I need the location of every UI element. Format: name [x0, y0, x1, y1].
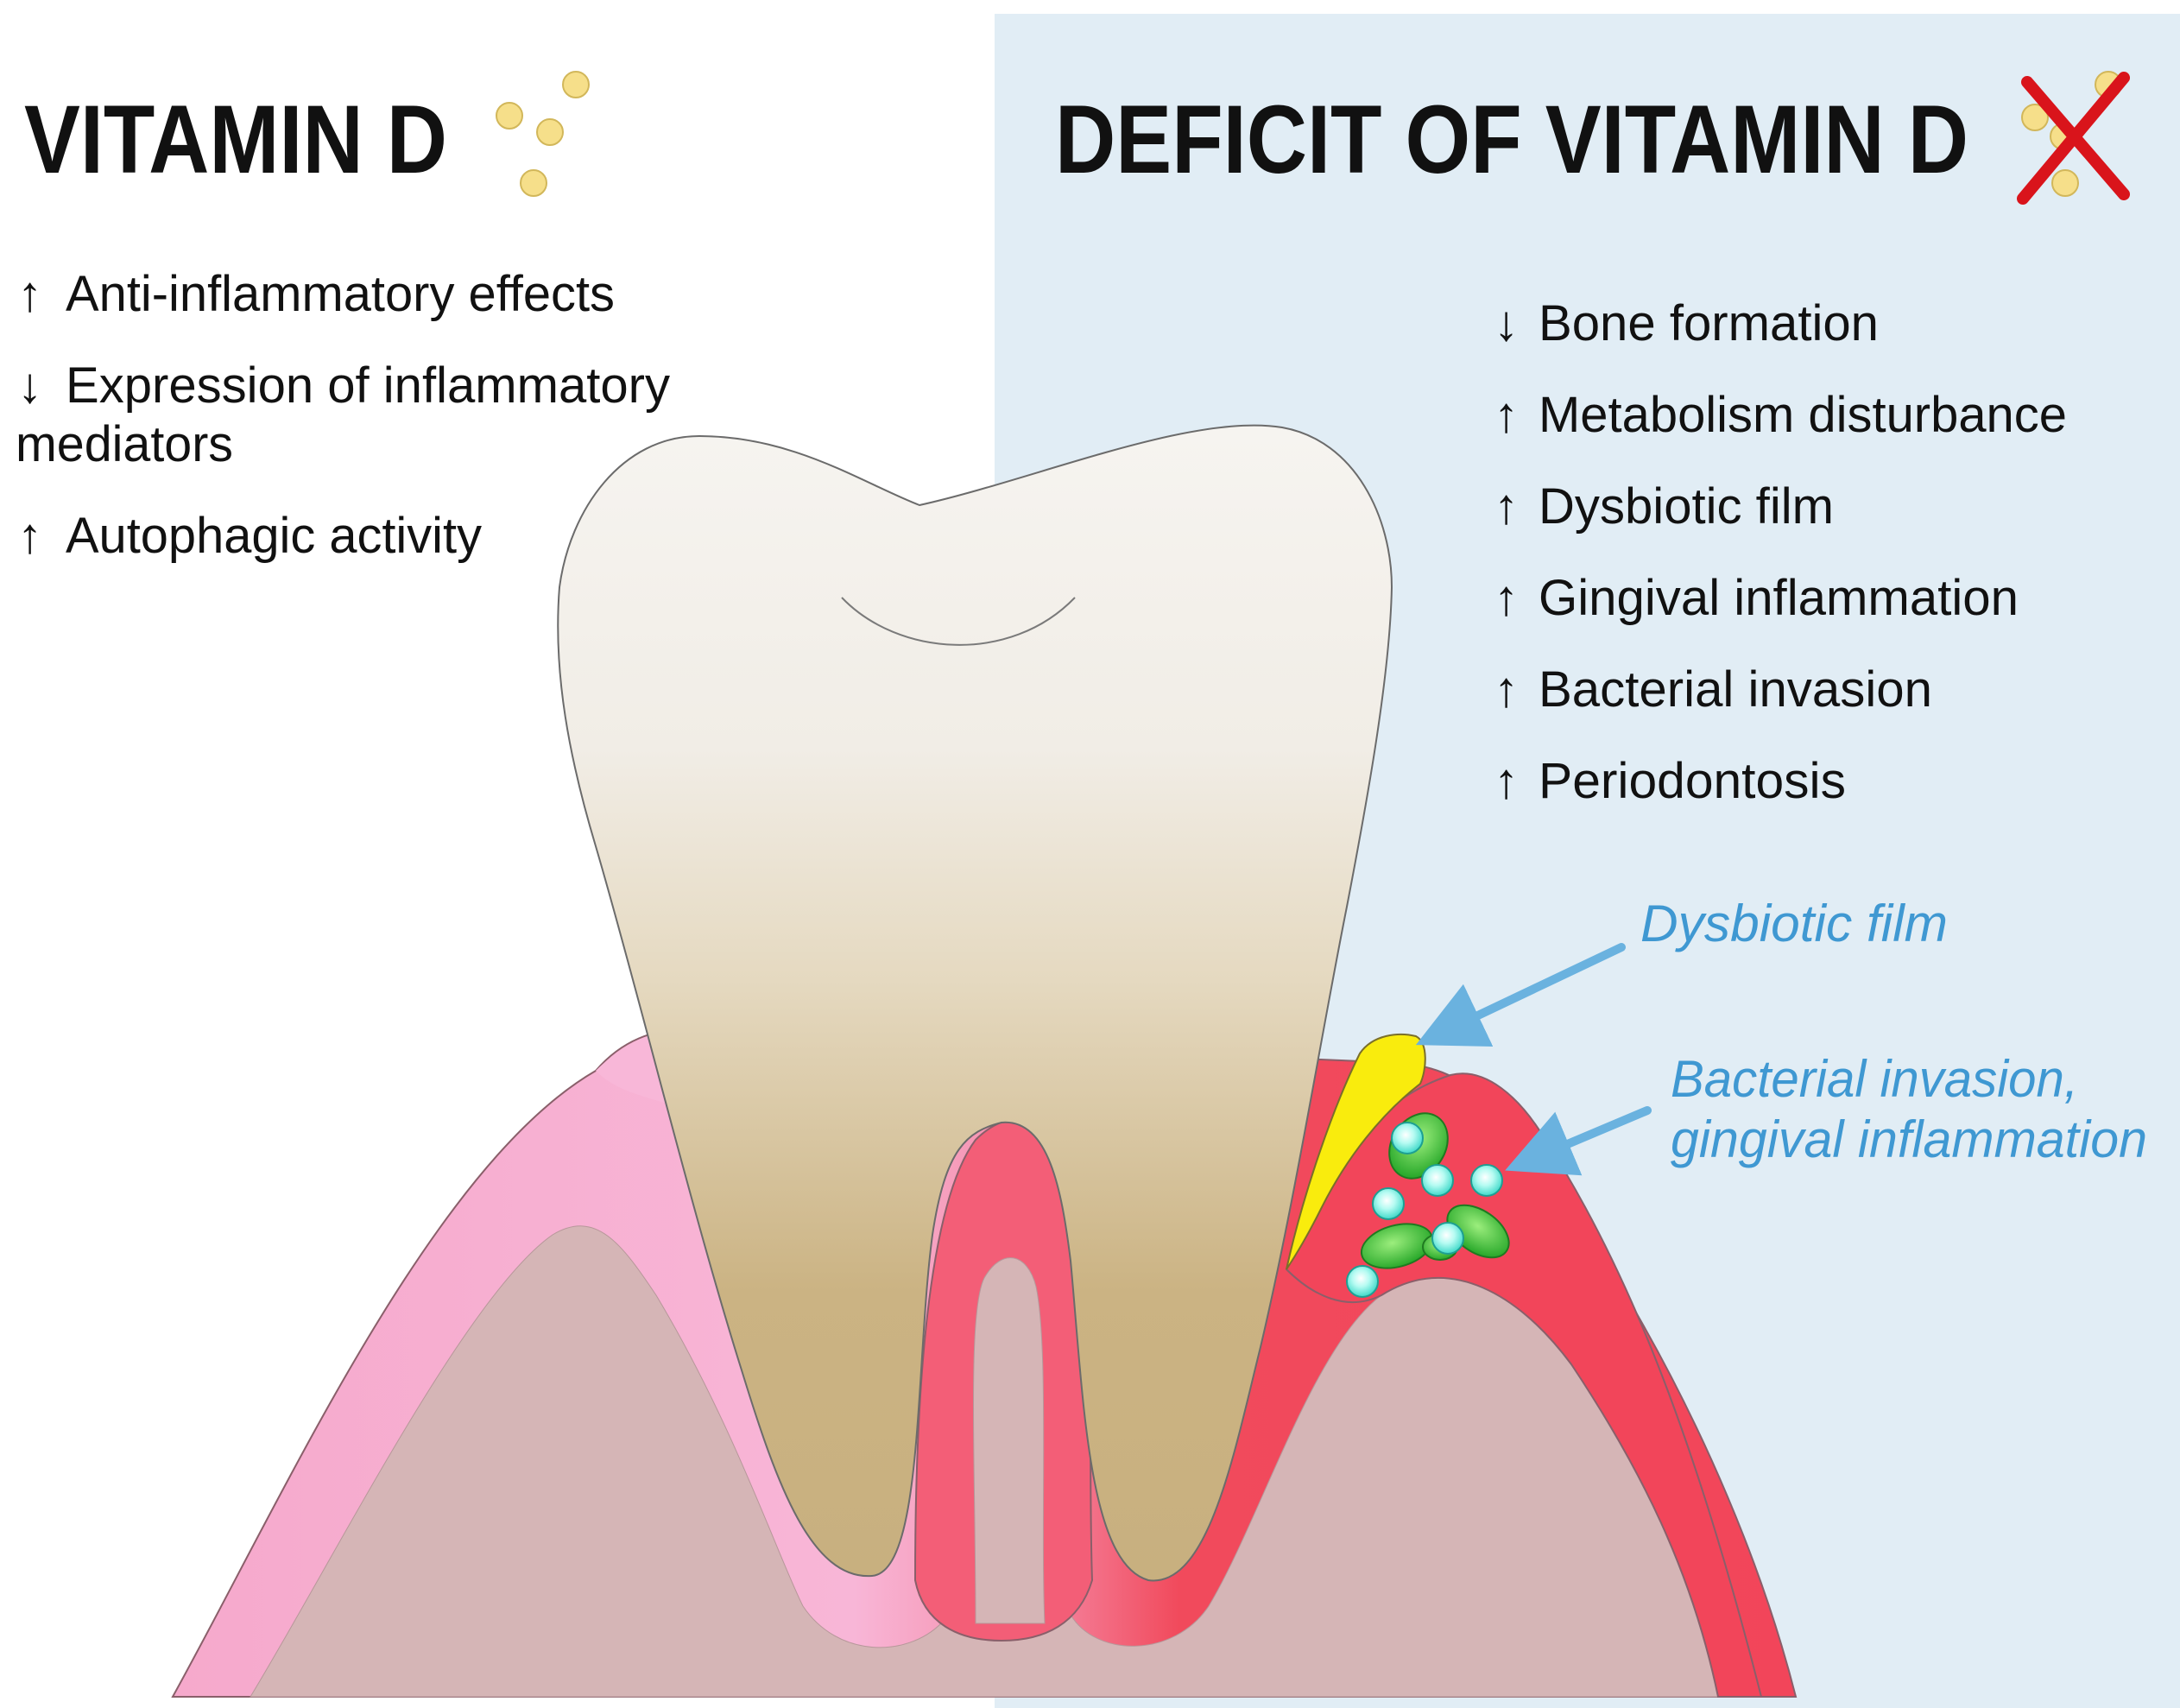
right-title: DEFICIT OF VITAMIN D [1055, 85, 1968, 193]
right-effect-arrow: ↑ [1494, 478, 1519, 535]
left-title: VITAMIN D [24, 85, 447, 193]
immune-cell [1470, 1164, 1503, 1197]
right-effect-label: Gingival inflammation [1539, 570, 2019, 626]
left-effect-label: Expression of inflammatory [66, 357, 670, 414]
right-effect-arrow: ↑ [1494, 661, 1519, 718]
right-effect-arrow: ↑ [1494, 387, 1519, 443]
right-effect-arrow: ↑ [1494, 753, 1519, 809]
immune-cell [1421, 1164, 1454, 1197]
left-effect-label: Autophagic activity [66, 508, 482, 564]
right-effect-arrow: ↓ [1494, 295, 1519, 351]
immune-cell [1346, 1265, 1379, 1298]
right-effect-label: Dysbiotic film [1539, 478, 1834, 535]
right-effects-list: ↓ Bone formation ↑ Metabolism disturbanc… [1494, 295, 2067, 809]
left-effect-arrow: ↑ [17, 266, 42, 322]
callout-labels: Dysbiotic film Bacterial invasion, gingi… [1640, 895, 2147, 1168]
left-effects-list: ↑ Anti-inflammatory effects ↓ Expression… [16, 266, 670, 564]
right-effect-label: Bacterial invasion [1539, 661, 1932, 718]
immune-cell [1391, 1122, 1424, 1154]
immune-cell [1431, 1222, 1464, 1255]
right-effect-arrow: ↑ [1494, 570, 1519, 626]
bacterial-invasion-callout-line2: gingival inflammation [1671, 1110, 2147, 1168]
right-effect-label: Bone formation [1539, 295, 1879, 351]
right-effect-label: Periodontosis [1539, 753, 1846, 809]
left-effect-arrow: ↑ [17, 508, 42, 564]
immune-cell [1372, 1187, 1405, 1220]
left-effect-label: Anti-inflammatory effects [66, 266, 615, 322]
dysbiotic-film-callout: Dysbiotic film [1640, 895, 1948, 952]
right-effect-label: Metabolism disturbance [1539, 387, 2067, 443]
tooth [557, 424, 1393, 1582]
vitamin-deficit-cross-icon [2017, 71, 2130, 205]
interradicular-bone [973, 1257, 1046, 1624]
bacterial-invasion-callout-line1: Bacterial invasion, [1671, 1050, 2078, 1108]
bacterial-invasion-callout-arrow [1505, 1106, 1652, 1176]
dysbiotic-film-callout-arrow [1415, 943, 1626, 1047]
immune-cells-cluster [1346, 1122, 1503, 1298]
vitamin-d-dots-icon [496, 71, 590, 197]
left-effect-arrow: ↓ [17, 357, 42, 414]
left-effect-label: mediators [16, 416, 233, 472]
tooth-occlusal-groove [841, 597, 1076, 646]
dysbiotic-film-plaque [1286, 1033, 1426, 1270]
